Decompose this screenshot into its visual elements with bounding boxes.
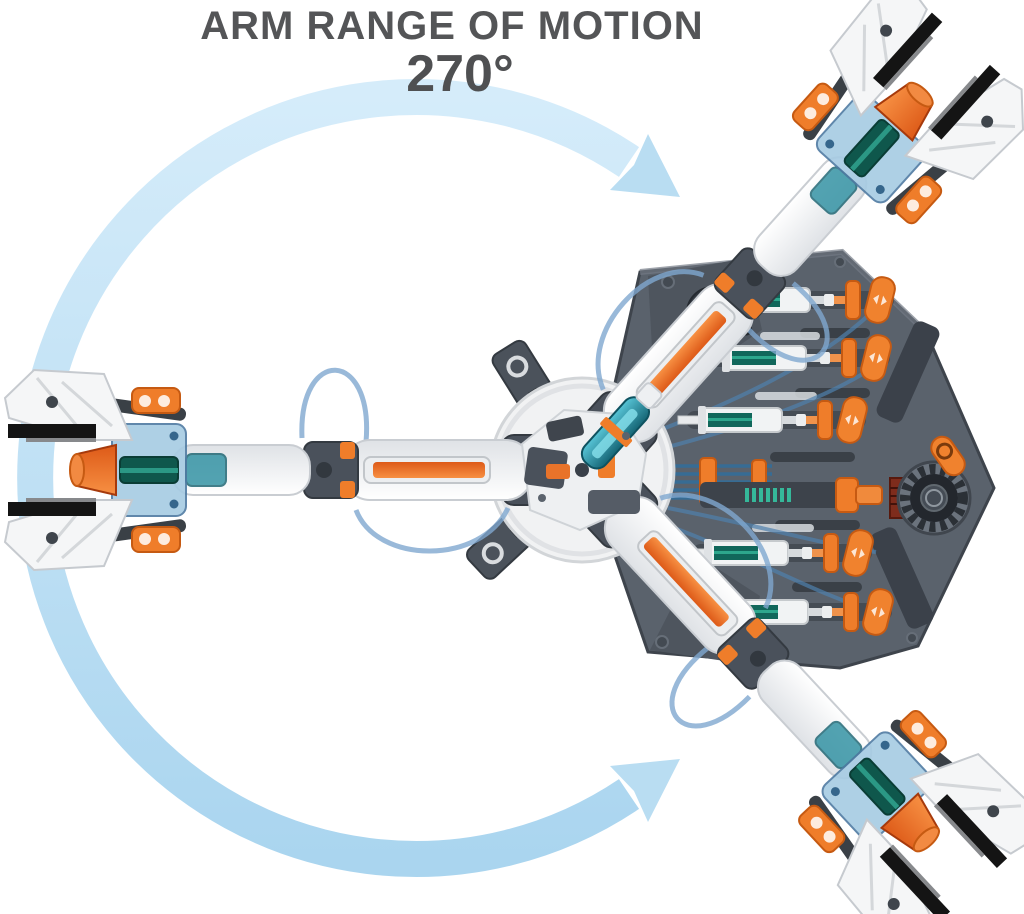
figure-title: ARM RANGE OF MOTION [200, 4, 704, 48]
angle-label: 270° [406, 45, 514, 103]
center-actuator [700, 477, 883, 513]
gear-lock-button [930, 435, 966, 477]
rotation-arrowhead-top [610, 134, 680, 197]
turntable-mechanism [520, 382, 663, 532]
rotation-arc [17, 79, 680, 877]
rotation-arrowhead-bottom [610, 759, 680, 822]
control-gear [896, 435, 972, 536]
shoulder-cylinder [580, 382, 663, 470]
